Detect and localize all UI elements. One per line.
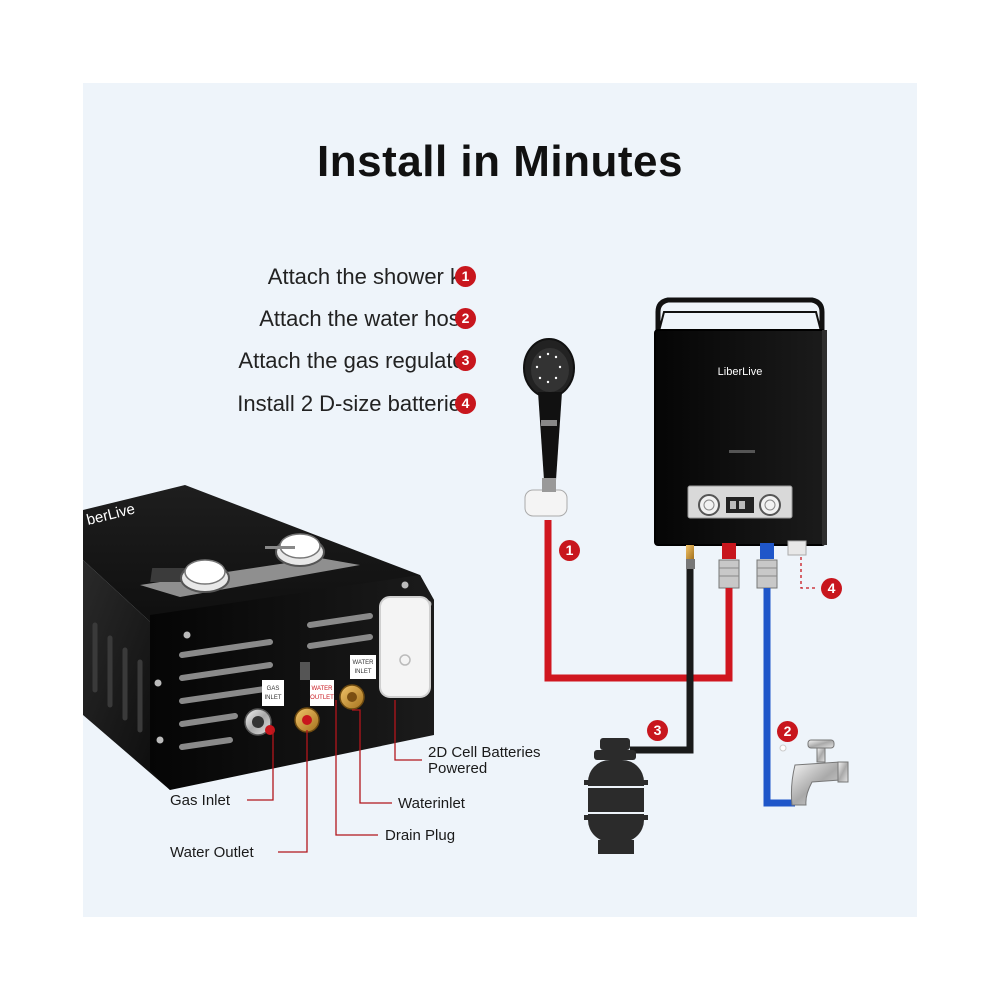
callout-waterinlet: Waterinlet: [398, 795, 465, 812]
heater-knob-left: [698, 494, 720, 516]
heater-unit: LiberLive: [654, 297, 827, 589]
port-label-gas: GAS: [267, 686, 280, 692]
step-4-badge: 4: [455, 393, 476, 414]
callout-drain-plug: Drain Plug: [385, 827, 456, 844]
heater-brand-text: LiberLive: [718, 366, 763, 378]
pipe-badge-2: 2: [777, 721, 798, 742]
port-label-water-inlet: WATER: [353, 660, 375, 666]
faucet-icon: [779, 739, 849, 806]
cold-water-pipe: [763, 588, 795, 807]
heater-closeup: berLive GAS INLET WATER OUTLET WATER INL…: [83, 485, 434, 790]
gas-cylinder-icon: [584, 738, 648, 854]
step-4-text: Install 2 D-size batteries: [237, 391, 472, 416]
callout-gas-inlet: Gas Inlet: [170, 792, 231, 809]
step-2-text: Attach the water hose: [259, 306, 472, 331]
step-1-text: Attach the shower kit: [267, 264, 472, 289]
shower-head: [523, 338, 575, 517]
pipe-badge-3: 3: [647, 720, 668, 741]
gas-pipe: [630, 569, 694, 754]
battery-box: [379, 596, 431, 698]
pipe-badge-4: 4: [821, 578, 842, 599]
svg-text:INLET: INLET: [264, 695, 281, 701]
svg-text:INLET: INLET: [354, 669, 371, 675]
heater-knob-right: [759, 494, 781, 516]
port-label-water-outlet: WATER: [312, 686, 334, 692]
step-2-badge: 2: [455, 308, 476, 329]
svg-text:OUTLET: OUTLET: [310, 695, 334, 701]
step-1-badge: 1: [455, 266, 476, 287]
battery-leader: [800, 557, 818, 589]
hot-water-pipe: [544, 520, 733, 682]
pipe-badge-1: 1: [559, 540, 580, 561]
callout-batteries-line1: 2D Cell Batteries: [428, 744, 541, 761]
page-title: Install in Minutes: [317, 137, 683, 186]
callout-water-outlet: Water Outlet: [170, 844, 254, 861]
callout-batteries-line2: Powered: [428, 760, 488, 777]
step-3-badge: 3: [455, 350, 476, 371]
step-3-text: Attach the gas regulator: [238, 348, 472, 373]
